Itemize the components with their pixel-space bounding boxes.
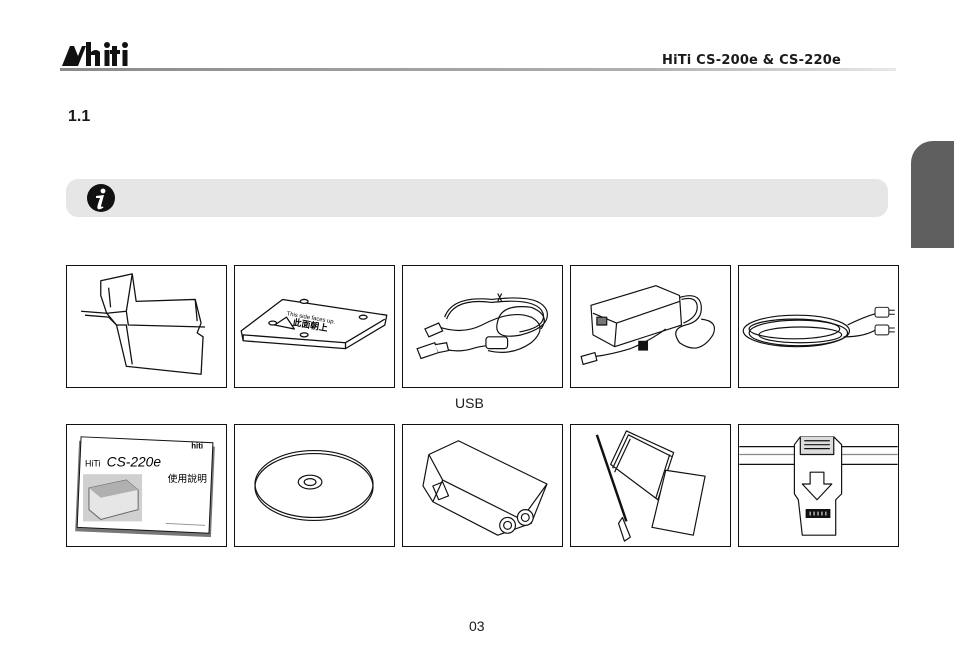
power-cord-icon [742,306,895,348]
usb-cable-icon [416,293,548,360]
hiti-logo [62,42,128,66]
manual-brand: hiti [191,442,203,451]
card-tray-icon [81,273,206,375]
page-number: 03 [469,618,485,634]
model-title: HiTi CS-200e & CS-220e [662,53,841,68]
accessory-power-adapter [570,265,731,388]
ribbon-cartridge-icon [739,436,898,536]
accessory-cd [234,424,395,547]
accessory-manual: hiti HiTi CS-220e 使用說明 [66,424,227,547]
accessory-ribbon-cartridge [738,424,899,547]
note-bar [66,179,888,217]
manual-booklet-icon: hiti HiTi CS-220e 使用說明 [75,436,215,538]
manual-cover-title: 使用說明 [168,472,207,485]
usb-caption: USB [455,395,484,411]
accessory-usb-cable [402,265,563,388]
accessory-stacker-plate: This side faces up. 此面朝上 [234,265,395,388]
manual-cover-model: CS-220e [107,454,162,469]
chapter-tab [911,141,954,248]
cleaning-roller-icon [422,440,548,536]
accessory-card-tray [66,265,227,388]
accessory-cleaning-roller [402,424,563,547]
accessory-cleaning-kit [570,424,731,547]
accessory-power-cord [738,265,899,388]
power-adapter-icon [580,285,716,366]
manual-cover-brand: HiTi [85,458,100,468]
header-rule [60,68,896,71]
cleaning-kit-icon [595,430,706,542]
info-icon [87,184,115,212]
cd-disc-icon [254,449,374,522]
section-number: 1.1 [68,108,91,125]
card-stacker-plate-icon: This side faces up. 此面朝上 [240,298,388,350]
